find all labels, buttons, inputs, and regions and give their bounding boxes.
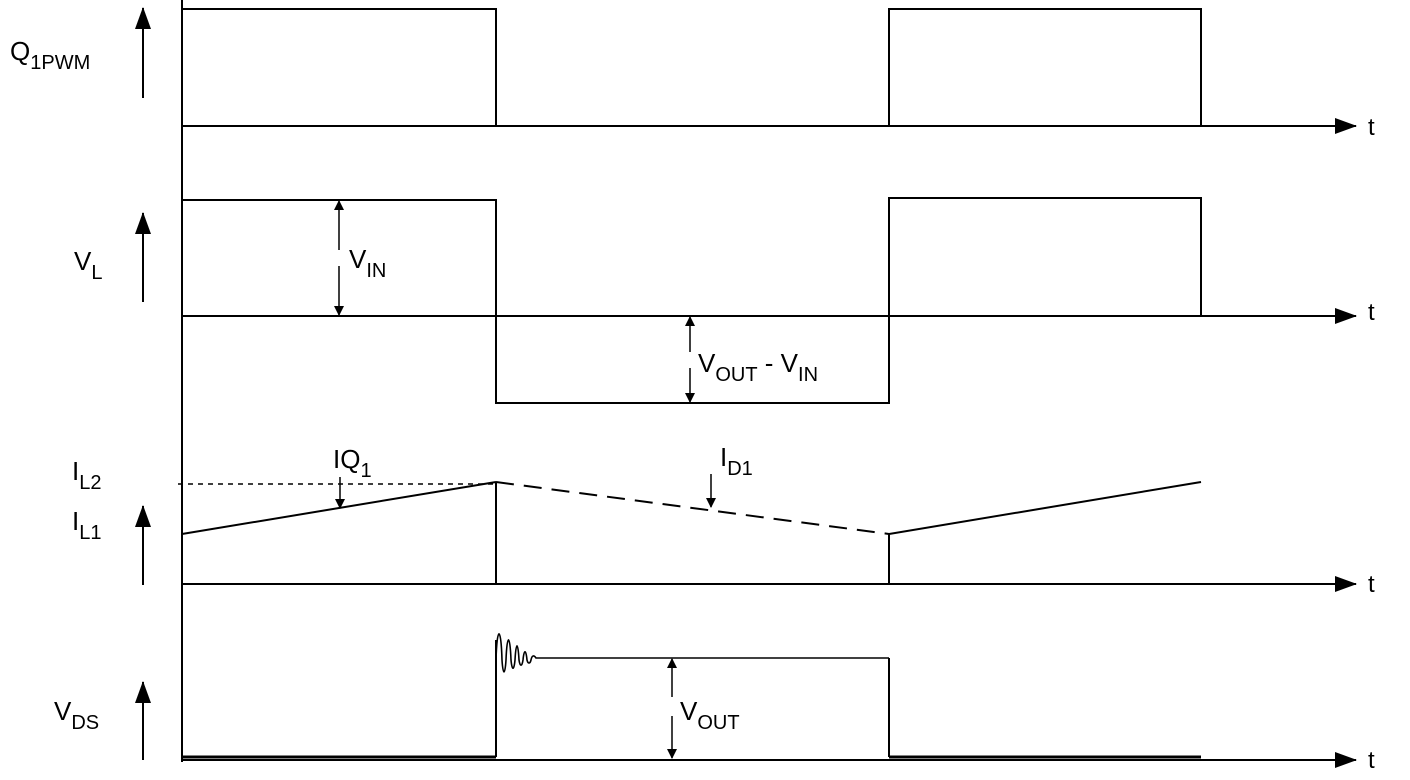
vl-row: VL t VIN VOUT - VIN — [74, 197, 1375, 404]
il-row: IL2 IL1 t IQ1 ID1 — [72, 442, 1375, 598]
vl-waveform — [182, 197, 1202, 404]
q1pwm-waveform — [182, 8, 497, 126]
vds-t-label: t — [1368, 747, 1375, 774]
vds-ringing — [495, 633, 889, 673]
il1-label: IL1 — [72, 506, 101, 544]
id1-annotation: ID1 — [720, 442, 753, 480]
vin-annotation: VIN — [349, 244, 386, 282]
vout-minus-vin-annotation: VOUT - VIN — [698, 348, 818, 386]
q1pwm-label: Q1PWM — [10, 36, 90, 74]
il2-label: IL2 — [72, 456, 101, 494]
iq1-ramp — [181, 481, 497, 535]
vl-label: VL — [74, 246, 102, 284]
id1-ramp — [495, 481, 890, 535]
vds-row: VDS t VOUT — [54, 633, 1375, 774]
vl-t-label: t — [1368, 299, 1375, 326]
iq1-annotation: IQ1 — [333, 444, 372, 482]
q1pwm-waveform-2 — [888, 8, 1202, 126]
q1pwm-t-label: t — [1368, 114, 1375, 141]
q1pwm-row: Q1PWM t — [10, 7, 1375, 141]
vds-label: VDS — [54, 696, 99, 734]
il-t-label: t — [1368, 571, 1375, 598]
vout-annotation: VOUT — [680, 696, 740, 734]
iq1-ramp-2 — [888, 481, 1202, 535]
